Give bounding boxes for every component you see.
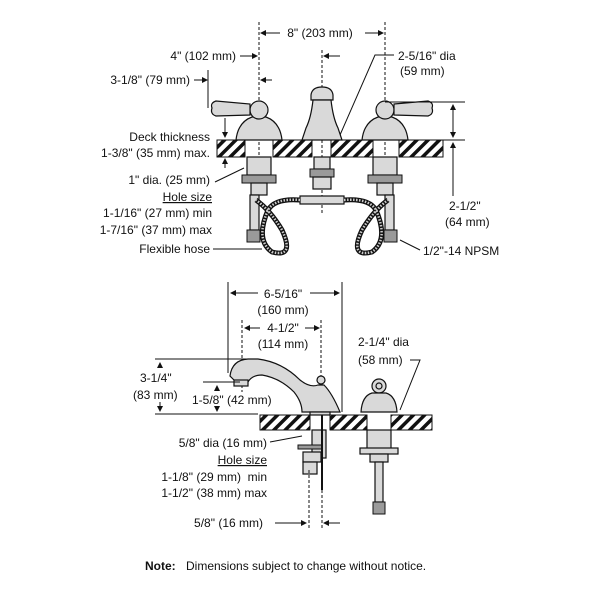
hole-size-min: 1-1/16" (27 mm) min: [103, 206, 212, 220]
left-handle-valve: [210, 100, 283, 243]
spout-4-1-2: 4-1/2": [267, 321, 299, 335]
npsm-label: 1/2"-14 NPSM: [423, 244, 499, 258]
dim-handle-3-1-8: 3-1/8" (79 mm): [110, 73, 190, 87]
hole-size-max: 1-7/16" (37 mm) max: [100, 223, 212, 237]
top-view: 8" (203 mm) 4" (102 mm) 3-1/8" (79 mm) 2…: [100, 22, 499, 258]
height-2-1-2: 2-1/2": [449, 199, 481, 213]
note-label: Note:: [145, 559, 176, 573]
spout-dia-label: 2-5/16" dia: [398, 49, 456, 63]
right-handle-valve: [361, 100, 434, 243]
deck-thickness-value: 1-3/8" (35 mm) max.: [101, 146, 210, 160]
rod-dim: 5/8" (16 mm): [194, 516, 263, 530]
side-handle: [359, 378, 399, 515]
reach-160mm: (160 mm): [257, 303, 308, 317]
outlet-height: 1-5/8" (42 mm): [192, 393, 272, 407]
handle-dia-mm: (58 mm): [358, 353, 403, 367]
side-hole-size-min: 1-1/8" (29 mm) min: [161, 470, 267, 484]
handle-dia-label: 2-1/4" dia: [358, 335, 409, 349]
spout-114mm: (114 mm): [258, 337, 308, 351]
side-spout: [229, 358, 341, 490]
flexible-hose-label: Flexible hose: [139, 242, 210, 256]
height-83mm: (83 mm): [133, 388, 178, 402]
shank-dia-label: 1" dia. (25 mm): [128, 173, 210, 187]
note-text: Dimensions subject to change without not…: [186, 559, 426, 573]
height-3-1-4: 3-1/4": [140, 371, 172, 385]
side-shank-dia: 5/8" dia (16 mm): [179, 436, 267, 450]
side-view: 6-5/16" (160 mm) 4-1/2" (114 mm) 2-1/4" …: [133, 282, 433, 530]
reach-6-5-16: 6-5/16": [264, 287, 302, 301]
hole-size-title: Hole size: [163, 190, 213, 204]
side-hole-size-max: 1-1/2" (38 mm) max: [161, 486, 267, 500]
spout-dia-mm: (59 mm): [400, 64, 445, 78]
side-hole-size-title: Hole size: [218, 453, 268, 467]
height-64mm: (64 mm): [445, 215, 490, 229]
deck-thickness-label: Deck thickness: [129, 130, 210, 144]
dim-4in: 4" (102 mm): [170, 49, 236, 63]
dim-8in: 8" (203 mm): [287, 26, 353, 40]
flexible-hose: [254, 197, 390, 256]
